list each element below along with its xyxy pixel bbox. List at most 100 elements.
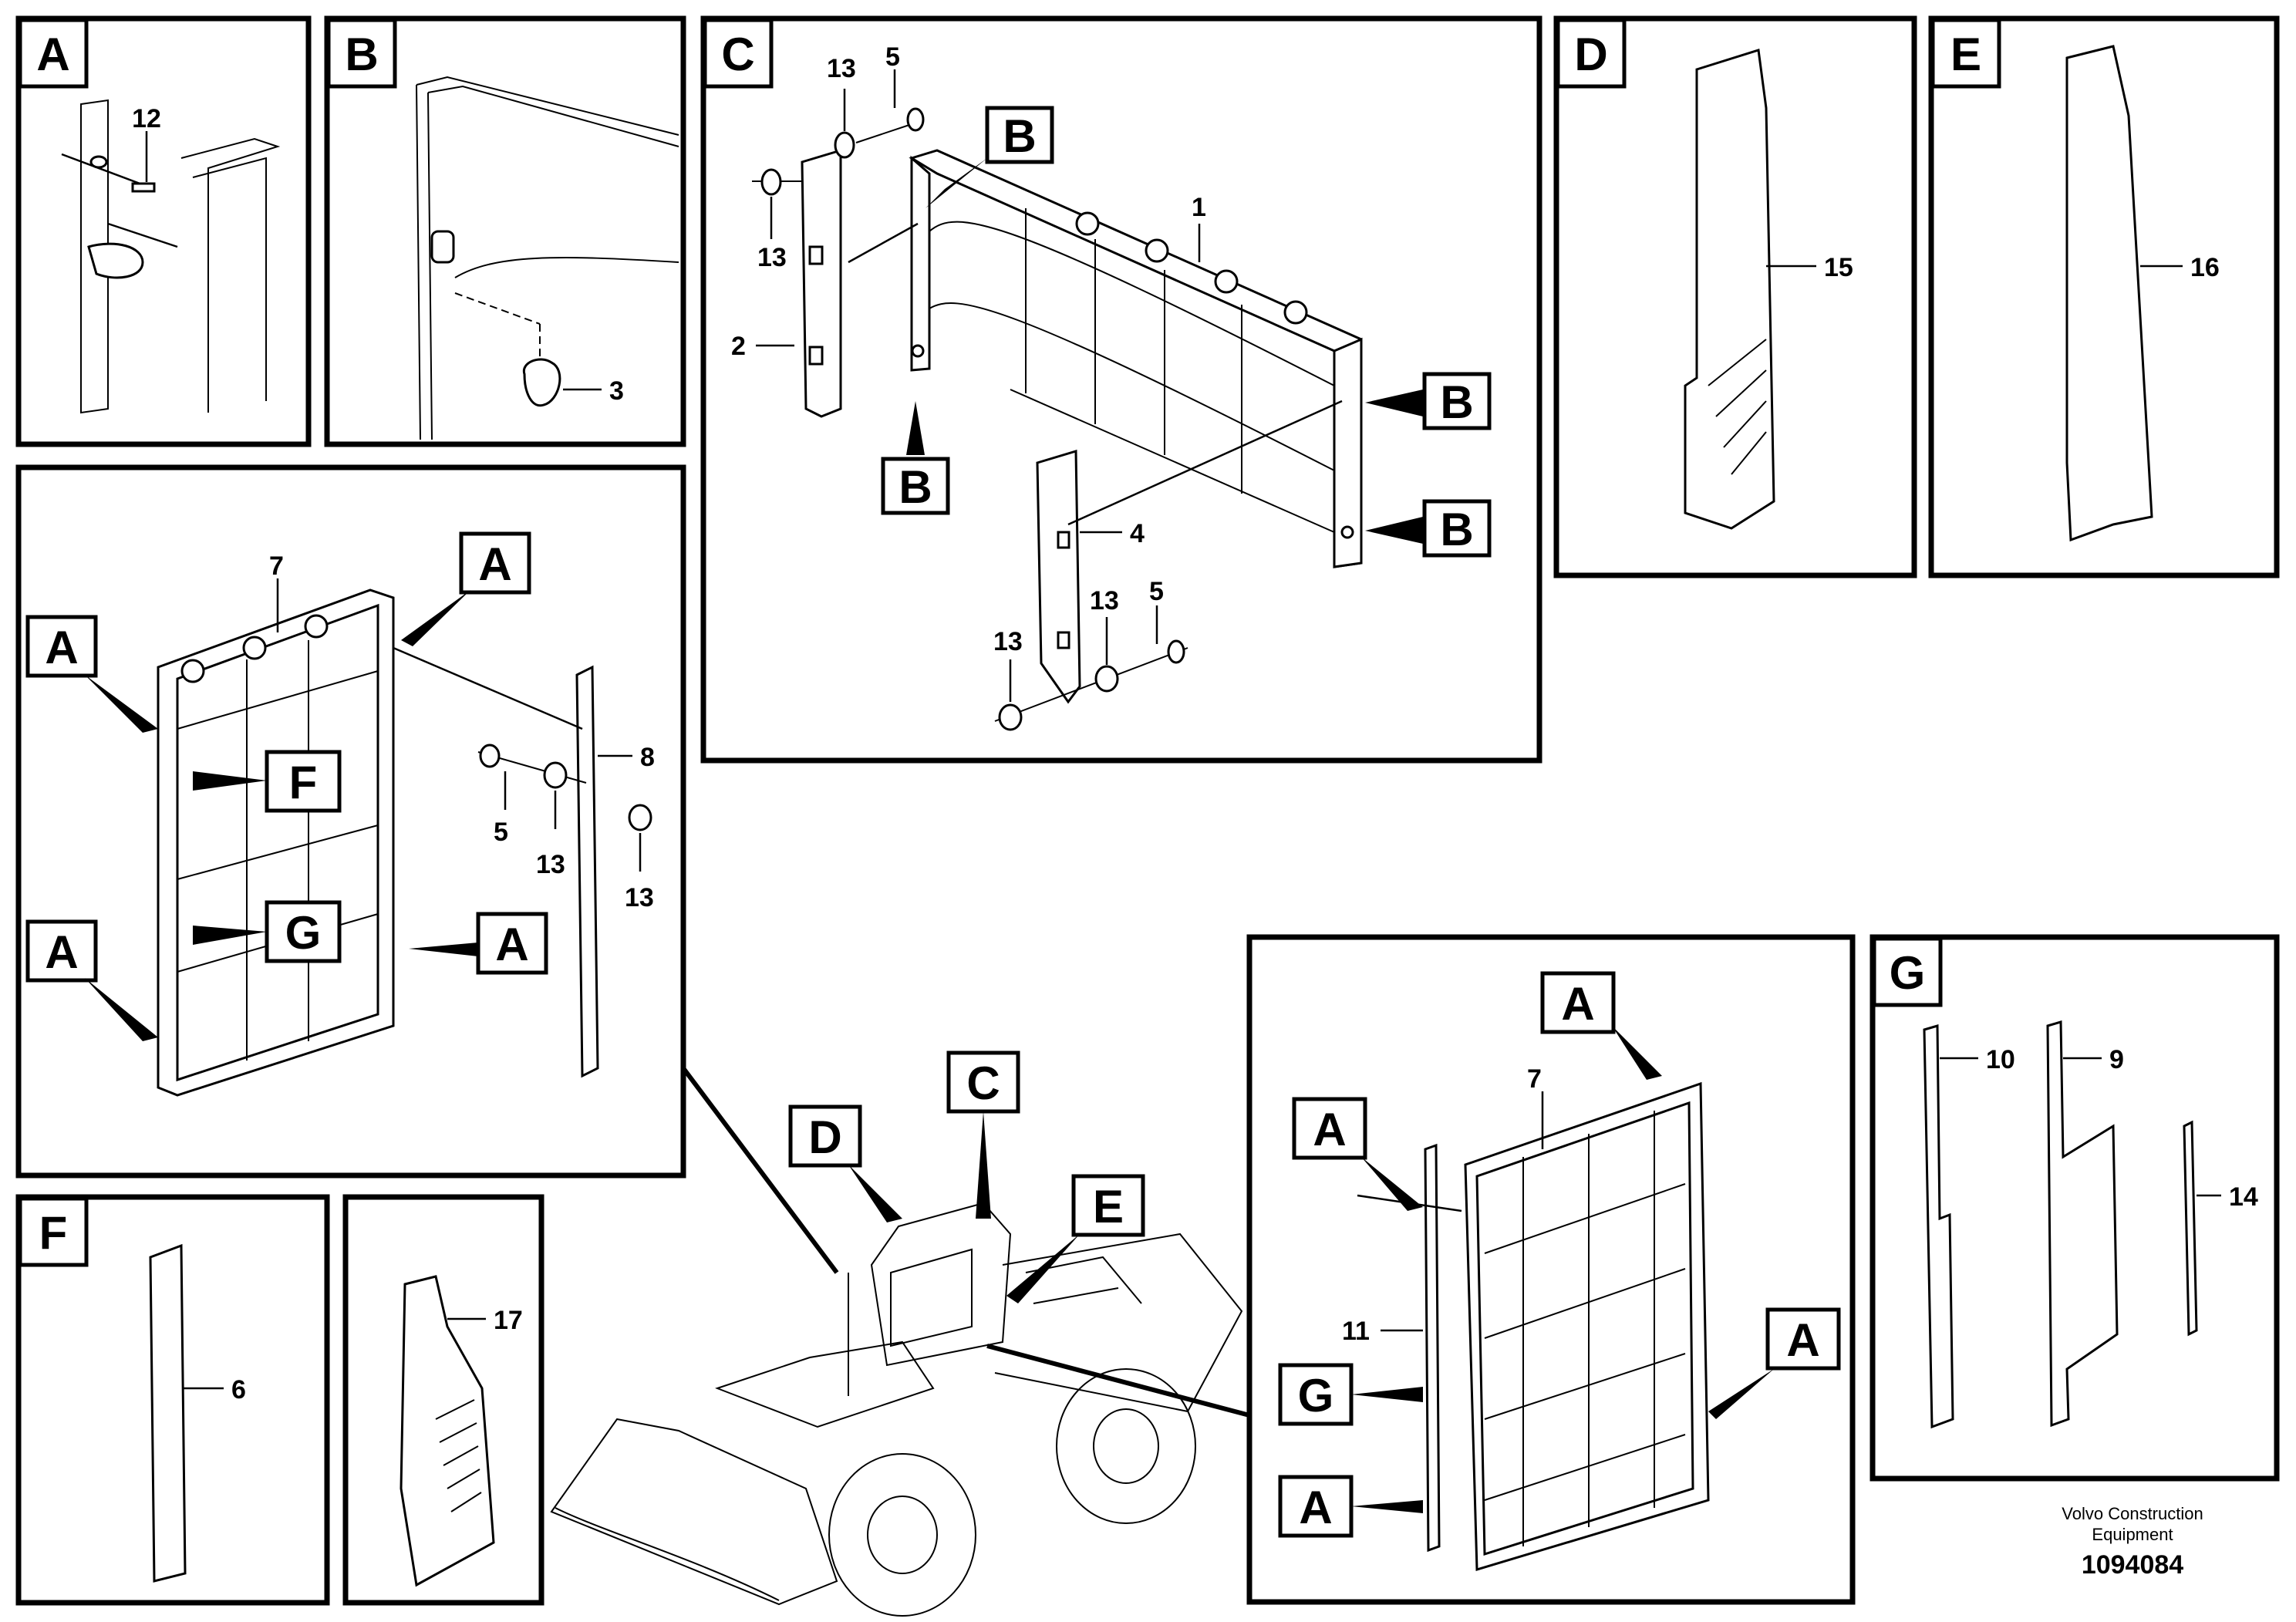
part-label-5-c: 5 bbox=[494, 818, 508, 847]
panel-c-label-box bbox=[703, 18, 774, 89]
panel-a-border bbox=[15, 15, 312, 447]
callout-b-1-box bbox=[985, 106, 1054, 164]
panel-f: F 6 bbox=[15, 1194, 330, 1606]
rail-3 bbox=[1010, 389, 1335, 533]
side-panel-17-vents bbox=[435, 1399, 482, 1512]
callout-a-3-box bbox=[25, 919, 98, 983]
part-label-11: 11 bbox=[1342, 1317, 1370, 1346]
washer-13-e bbox=[543, 761, 568, 789]
callout-g-2-arrow bbox=[1351, 1387, 1423, 1402]
strip-14 bbox=[2183, 1120, 2198, 1337]
panel-d-border bbox=[1553, 15, 1917, 578]
panel-a-label-box bbox=[18, 18, 89, 89]
part-label-15: 15 bbox=[1824, 253, 1853, 282]
strip-6 bbox=[149, 1243, 187, 1583]
panel-b-label-box bbox=[326, 18, 397, 89]
panel-e-label: E bbox=[1950, 29, 1981, 80]
rail-2 bbox=[929, 302, 1335, 471]
panel-c-label: C bbox=[721, 29, 754, 80]
washer-13-d bbox=[1094, 665, 1119, 693]
callout-e-box bbox=[1071, 1174, 1145, 1237]
part-label-9: 9 bbox=[2109, 1045, 2124, 1074]
part-label-13-e: 13 bbox=[536, 850, 565, 879]
callout-a-5-arrow bbox=[1612, 1026, 1662, 1080]
callout-e: E bbox=[1093, 1181, 1124, 1233]
part-label-4: 4 bbox=[1130, 519, 1145, 548]
bolt-5-lower-head bbox=[1167, 639, 1185, 664]
door-frame-inner bbox=[192, 157, 267, 401]
panel-e: E 16 bbox=[1928, 15, 2280, 578]
part-label-14: 14 bbox=[2229, 1182, 2258, 1212]
callout-f: F bbox=[289, 757, 318, 808]
callout-g-2: G bbox=[1298, 1370, 1334, 1421]
part-label-8: 8 bbox=[640, 743, 655, 772]
side-panel-15 bbox=[1684, 49, 1775, 530]
link-line-4 bbox=[1067, 400, 1343, 526]
panel-g: G 10 9 14 bbox=[1870, 934, 2280, 1482]
callout-d: D bbox=[808, 1111, 841, 1163]
panel-a-label: A bbox=[36, 29, 69, 80]
part-label-13-a: 13 bbox=[757, 243, 787, 272]
latch-hook bbox=[87, 242, 144, 279]
guard-frame-right-post bbox=[1333, 337, 1363, 568]
callout-b-2: B bbox=[899, 461, 932, 513]
loader-bucket bbox=[550, 1418, 838, 1606]
guard-frame-7-inner bbox=[176, 603, 379, 1082]
bracket-4-slot-b bbox=[1057, 631, 1070, 649]
callout-a-2: A bbox=[478, 538, 511, 590]
callout-b-3-box bbox=[1422, 372, 1492, 430]
washer-13-c bbox=[998, 703, 1023, 731]
callout-a-4-arrow bbox=[409, 943, 478, 956]
callout-a-2-arrow bbox=[401, 590, 470, 646]
footer: Volvo Construction Equipment 1094084 bbox=[2062, 1504, 2203, 1580]
rail-1 bbox=[929, 221, 1335, 386]
callout-b-1: B bbox=[1003, 110, 1036, 162]
panel-d: D 15 bbox=[1553, 15, 1917, 578]
callout-a-5-box bbox=[1540, 971, 1616, 1034]
part-label-3: 3 bbox=[609, 376, 624, 406]
part-label-13-d: 13 bbox=[1090, 586, 1119, 615]
guard-frame-7-detail-inner bbox=[1475, 1101, 1694, 1556]
panel-a: A 12 bbox=[15, 15, 312, 447]
bolt-5-head bbox=[906, 107, 925, 132]
part-label-7b: 7 bbox=[1527, 1064, 1542, 1094]
panel-e-border bbox=[1928, 15, 2280, 578]
detail-pointer-line bbox=[986, 1344, 1250, 1418]
panel-guard-detail: 11 7 A A G A A bbox=[1246, 934, 1856, 1605]
part-label-6: 6 bbox=[231, 1375, 246, 1404]
part-label-13-b: 13 bbox=[827, 54, 856, 83]
callout-g: G bbox=[285, 907, 322, 959]
panel-g-label: G bbox=[1890, 947, 1926, 999]
callout-d-arrow bbox=[848, 1165, 902, 1222]
engine-hood bbox=[994, 1233, 1243, 1413]
callout-c: C bbox=[966, 1057, 1000, 1109]
callout-a-1-box bbox=[25, 615, 98, 678]
bolt-5-assembly-head bbox=[479, 744, 501, 768]
panel-d-label: D bbox=[1574, 29, 1607, 80]
knob-7b bbox=[242, 636, 267, 660]
part-label-12: 12 bbox=[132, 104, 161, 133]
panel-guard-detail-border bbox=[1246, 934, 1856, 1605]
part-label-16: 16 bbox=[2190, 253, 2220, 282]
side-panel-16 bbox=[2065, 45, 2153, 542]
link-line-b bbox=[848, 222, 919, 264]
panel-b-label: B bbox=[345, 29, 378, 80]
callout-f-box bbox=[265, 750, 342, 813]
bucket-edge bbox=[555, 1507, 780, 1601]
knob-4 bbox=[1283, 300, 1308, 325]
callout-a-6-box bbox=[1292, 1097, 1367, 1160]
panel-c-border bbox=[700, 15, 1542, 764]
front-wheel-hub bbox=[867, 1496, 938, 1574]
knob-7a bbox=[180, 659, 205, 683]
callout-a-1: A bbox=[45, 622, 78, 673]
callout-b-4-arrow bbox=[1365, 517, 1423, 544]
part-label-7: 7 bbox=[269, 551, 284, 581]
callout-a-8: A bbox=[1786, 1314, 1819, 1366]
footer-company-line-2: Equipment bbox=[2092, 1525, 2173, 1544]
door-frame-strip bbox=[80, 99, 109, 414]
part-label-13-c: 13 bbox=[993, 627, 1023, 656]
panel-guard-assembly-border bbox=[15, 464, 686, 1179]
strip-10 bbox=[1923, 1024, 1954, 1429]
callout-b-3-arrow bbox=[1365, 389, 1423, 416]
